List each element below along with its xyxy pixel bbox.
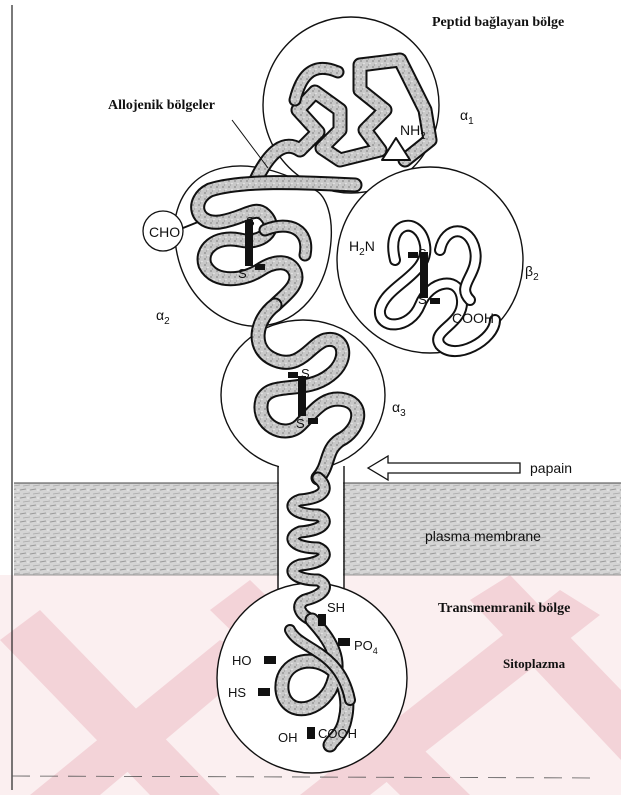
disulfide-tick [308, 418, 318, 424]
disulfide-tick [255, 264, 265, 270]
cytoplasmic-domain [217, 583, 407, 773]
hs-marker [258, 688, 270, 696]
peptide-region-label: Peptid bağlayan bölge [432, 15, 564, 30]
disulfide-tick [408, 252, 418, 258]
disulfide-tick [288, 372, 298, 378]
cooh-beta2-label: COOH [452, 310, 494, 326]
oh-marker [307, 727, 315, 739]
s-alpha3-bottom: S [296, 416, 305, 431]
disulfide-bar-alpha3 [298, 376, 306, 416]
s-beta2-bottom: S [418, 292, 427, 307]
papain-label: papain [530, 460, 572, 476]
cytoplasm-label: Sitoplazma [503, 656, 566, 671]
po4-marker [338, 638, 350, 646]
sh-label: SH [327, 600, 345, 615]
transmembrane-helix [293, 478, 325, 620]
disulfide-tick [430, 298, 440, 304]
ho-marker [264, 656, 276, 664]
s-alpha2-bottom: S [238, 266, 247, 281]
allogenic-label: Allojenik bölgeler [108, 98, 215, 113]
cooh-tail-label: COOH [318, 726, 357, 741]
cho-label: CHO [149, 224, 180, 240]
sh-marker [318, 614, 326, 626]
hs-label: HS [228, 685, 246, 700]
ho-label: HO [232, 653, 252, 668]
s-alpha2-top: S [246, 214, 255, 229]
oh-label: OH [278, 730, 298, 745]
transmembrane-label: Transmemranik bölge [438, 601, 570, 616]
plasma-membrane-label: plasma membrane [425, 528, 541, 544]
s-beta2-top: S [418, 246, 427, 261]
alpha1-domain [263, 17, 439, 193]
s-alpha3-top: S [301, 366, 310, 381]
